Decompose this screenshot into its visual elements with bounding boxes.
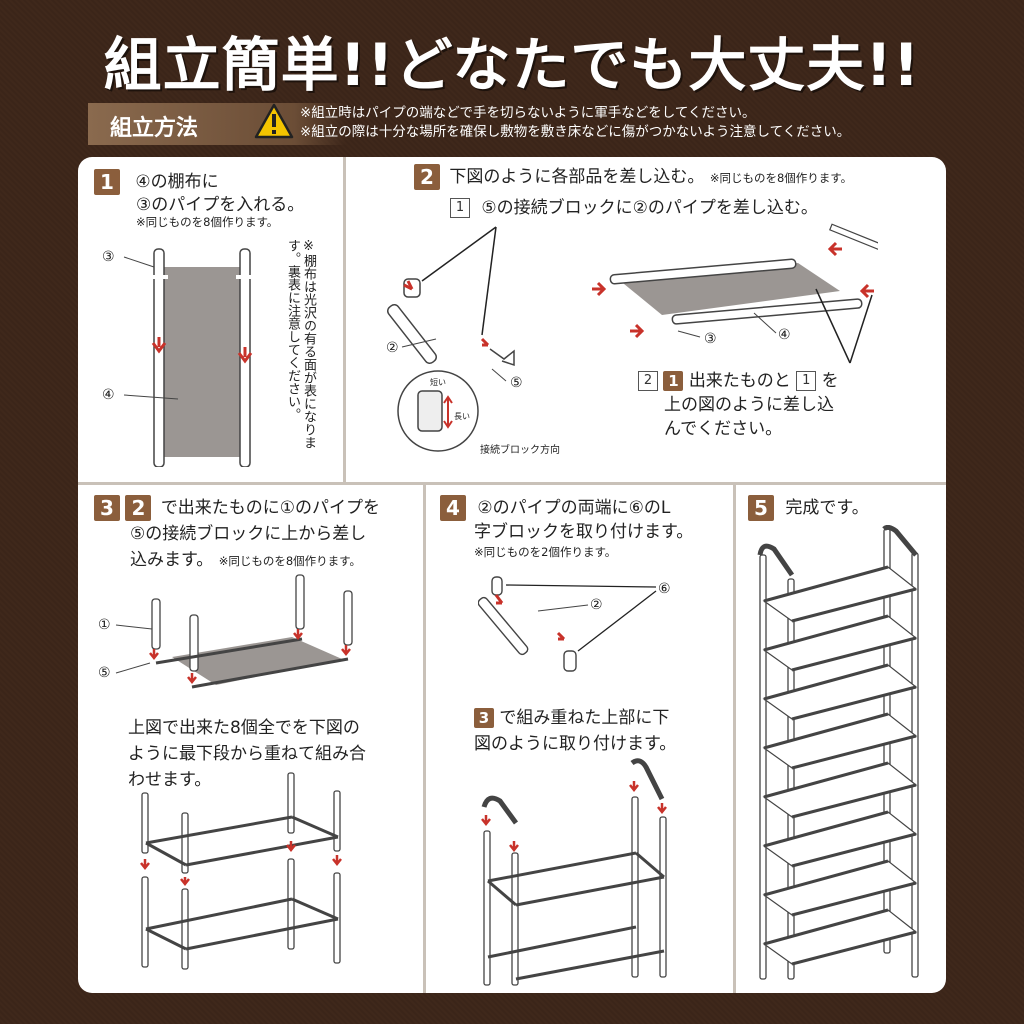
step2-sub1: 1 ⑤の接続ブロックに②のパイプを差し込む。 <box>450 195 818 221</box>
step5-diagram-finished-rack <box>757 525 919 980</box>
step4-line1: ②のパイプの両端に⑥のL <box>477 498 671 518</box>
arrow-right-icon <box>592 281 607 297</box>
label-2: ② <box>386 340 399 356</box>
step2-diagram: ② ⑤ 短い 長い 接続ブロック方向 ③ ④ <box>386 223 878 456</box>
step-number: 1 <box>94 169 120 195</box>
step1-side-note: ※棚布は光沢の有る面が表になります。裏表に注意してください。 <box>284 239 316 459</box>
step-number: 5 <box>748 495 774 521</box>
step3-header: 3 2 で出来たものに①のパイプを <box>94 495 380 521</box>
sub2-line3: んでください。 <box>664 419 783 439</box>
step1-note: ※同じものを8個作ります。 <box>136 215 279 229</box>
step3-line3-wrap: 込みます。 ※同じものを8個作ります。 <box>130 547 361 574</box>
label-2: ② <box>590 597 603 613</box>
caution-note: ※組立時はパイプの端などで手を切らないように軍手などをしてください。 <box>300 105 756 121</box>
step5-header: 5 完成です。 <box>748 495 869 521</box>
step4-note: ※同じものを2個作ります。 <box>474 545 617 559</box>
step2-header: 2 下図のように各部品を差し込む。 ※同じものを8個作ります。 <box>414 164 852 191</box>
step4-header: 4 ②のパイプの両端に⑥のL <box>440 495 670 521</box>
step2-sub1-text: ⑤の接続ブロックに②のパイプを差し込む。 <box>481 198 818 218</box>
side-note-line: ます。裏表に注意してください。 <box>285 239 316 449</box>
label-4: ④ <box>102 387 115 403</box>
arrow-down-icon <box>237 347 253 364</box>
label-3: ③ <box>102 249 115 265</box>
side-note-mark: ※ <box>301 239 316 254</box>
step3-diagram-top: ① ⑤ <box>98 574 353 689</box>
step2-line1: 下図のように各部品を差し込む。 <box>449 167 705 187</box>
para-line: わせます。 <box>128 770 212 790</box>
label-3: ③ <box>704 331 717 347</box>
step1-line2: ③のパイプを入れる。 <box>136 195 305 215</box>
side-note-line: 棚布は光沢の有る面が表になり <box>301 254 316 436</box>
step-ref-number: 2 <box>125 495 152 521</box>
step4-diagram-assembly <box>481 758 667 986</box>
warning-icon <box>254 103 294 139</box>
step-ref-number: 3 <box>474 708 494 728</box>
step4-line2: 字ブロックを取り付けます。 <box>474 522 694 542</box>
step-number: 2 <box>414 164 440 190</box>
step3-diagram-stack <box>140 772 342 970</box>
method-label: 組立方法 <box>110 116 199 141</box>
label-5: ⑤ <box>98 665 111 681</box>
shelf-fabric <box>164 267 244 457</box>
caution-notes: ※組立時はパイプの端などで手を切らないように軍手などをしてください。 ※組立の際… <box>300 104 850 142</box>
step3-line1: で出来たものに①のパイプを <box>160 498 381 518</box>
arrow-icon <box>480 337 490 347</box>
caution-note: ※組立の際は十分な場所を確保し敷物を敷き床などに傷がつかないよう注意してください… <box>300 124 851 140</box>
step-number: 4 <box>440 495 466 521</box>
para-line: ように最下段から重ねて組み合 <box>128 744 366 764</box>
sub2-line2: 上の図のように差し込 <box>664 395 834 415</box>
sub-step-box: 2 <box>638 371 658 391</box>
step3-line2: ⑤の接続ブロックに上から差し <box>130 524 367 544</box>
label-4: ④ <box>778 327 791 343</box>
sub2-text: 出来たものと <box>688 371 791 391</box>
arrow-right-icon <box>630 323 645 339</box>
step4-paragraph: 3 で組み重ねた上部に下 図のように取り付けます。 <box>474 705 676 757</box>
column-divider <box>733 485 736 993</box>
label-1: ① <box>98 617 111 633</box>
step1-diagram: ③ ④ <box>102 248 254 467</box>
step1-line1: ④の棚布に <box>135 172 219 192</box>
label-5: ⑤ <box>510 375 523 391</box>
step3-note: ※同じものを8個作ります。 <box>218 554 362 568</box>
instruction-panel: 1 ④の棚布に ③のパイプを入れる。 ※同じものを8個作ります。 ③ ④ ※棚布… <box>78 157 946 993</box>
para-line: 上図で出来た8個全でを下図の <box>128 718 360 738</box>
column-divider <box>343 157 346 482</box>
step4-diagram: ⑥ ② <box>478 576 671 672</box>
method-label-bar: 組立方法 <box>88 103 346 145</box>
step5-line1: 完成です。 <box>785 498 869 518</box>
inset-caption: 接続ブロック方向 <box>480 443 560 456</box>
column-divider <box>423 485 426 993</box>
inset-short-label: 短い <box>430 377 446 387</box>
sub-step-box: 1 <box>450 198 470 218</box>
para-line: 図のように取り付けます。 <box>474 734 677 754</box>
step3-line3: 込みます。 <box>130 550 214 570</box>
row-divider <box>78 482 946 485</box>
sub-step-box: 1 <box>796 371 817 391</box>
inset-long-label: 長い <box>454 412 470 421</box>
para-line: で組み重ねた上部に下 <box>499 708 670 728</box>
step1-header: 1 ④の棚布に <box>94 169 219 195</box>
sub2-text: を <box>821 371 839 391</box>
step3-paragraph: 上図で出来た8個全でを下図の ように最下段から重ねて組み合 わせます。 <box>128 715 366 793</box>
step-ref-number: 1 <box>663 371 684 391</box>
step2-note: ※同じものを8個作ります。 <box>709 171 853 185</box>
arrow-down-icon <box>151 337 167 354</box>
step2-sub2: 2 1 出来たものと 1 を 上の図のように差し込 んでください。 <box>638 369 839 441</box>
step-number: 3 <box>94 495 120 521</box>
arrow-icon <box>403 280 414 291</box>
page-title: 組立簡単!!どなたでも大丈夫!! <box>103 31 921 99</box>
label-6: ⑥ <box>658 581 671 597</box>
